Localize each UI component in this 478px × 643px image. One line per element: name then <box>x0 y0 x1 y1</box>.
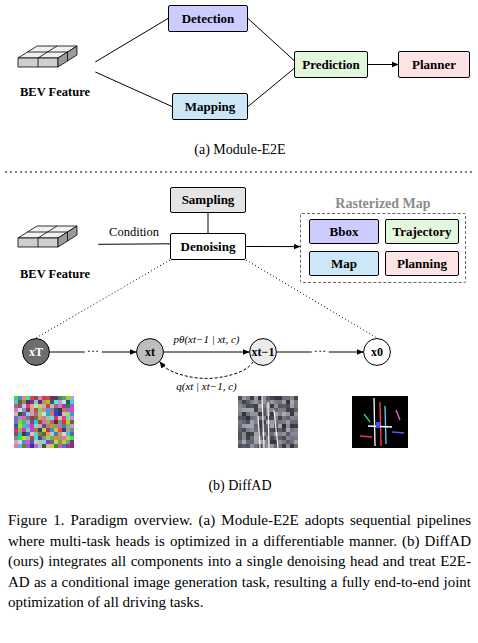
state-circle: xt <box>136 338 164 366</box>
denoised-map-image <box>352 396 408 448</box>
connector-line <box>98 243 170 245</box>
connector-line <box>368 64 398 65</box>
node-label: Mapping <box>185 99 236 115</box>
figure-caption: Figure 1. Paradigm overview. (a) Module-… <box>8 510 471 613</box>
bev-feature-node: BEV Feature <box>7 224 103 282</box>
process-box: Prediction <box>294 51 368 78</box>
state-circle: xt−1 <box>249 338 277 366</box>
connector-line <box>248 69 294 107</box>
connector-line <box>246 246 300 247</box>
group-box: Rasterized MapBboxTrajectoryMapPlanning <box>300 213 466 283</box>
state-circle: xT <box>22 338 50 366</box>
node-label: Detection <box>182 11 235 27</box>
process-box: Planner <box>398 51 470 78</box>
connector-line <box>95 72 172 107</box>
node-label: BEV Feature <box>7 85 103 100</box>
edge-label: q(xt | xt−1, c) <box>174 380 239 392</box>
node-label: Trajectory <box>393 224 452 240</box>
subfigure-label: (a) Module-E2E <box>194 142 285 158</box>
node-label: Planning <box>397 256 447 272</box>
process-box: Bbox <box>309 219 379 244</box>
node-label: xT <box>29 345 43 360</box>
state-circle: x0 <box>363 338 391 366</box>
bev-feature-node: BEV Feature <box>7 44 103 100</box>
node-label: BEV Feature <box>7 267 103 282</box>
group-title: Rasterized Map <box>335 196 430 212</box>
node-label: Denoising <box>181 239 236 255</box>
noise-image <box>14 396 74 448</box>
edge-label: pθ(xt−1 | xt, c) <box>172 333 242 345</box>
node-label: x0 <box>371 345 383 360</box>
process-box: Map <box>309 251 379 276</box>
connector-line <box>248 19 294 61</box>
process-box: Trajectory <box>385 219 459 244</box>
node-label: xt−1 <box>252 345 275 360</box>
node-label: Planner <box>412 57 456 73</box>
node-label: xt <box>145 345 155 360</box>
connector-line <box>164 352 249 353</box>
edge-label: Condition <box>107 226 161 240</box>
subfigure-label: (b) DiffAD <box>208 478 271 494</box>
node-label: Prediction <box>302 57 360 73</box>
connector-line <box>95 19 168 62</box>
process-box: Denoising <box>170 233 246 260</box>
process-box: Mapping <box>172 93 248 120</box>
partial-denoised-image <box>238 396 298 448</box>
node-label: Sampling <box>182 192 235 208</box>
edge-label: ··· <box>312 345 329 359</box>
bev-grid-icon <box>17 44 79 70</box>
separator-line <box>5 172 473 173</box>
dashed-connector <box>160 362 253 379</box>
bev-grid-icon <box>17 224 79 250</box>
process-box: Planning <box>385 251 459 276</box>
process-box: Detection <box>168 5 248 32</box>
process-box: Sampling <box>170 187 246 213</box>
connector-line <box>208 213 209 233</box>
edge-label: ··· <box>85 345 102 359</box>
node-label: Bbox <box>330 224 359 240</box>
node-label: Map <box>331 256 357 272</box>
